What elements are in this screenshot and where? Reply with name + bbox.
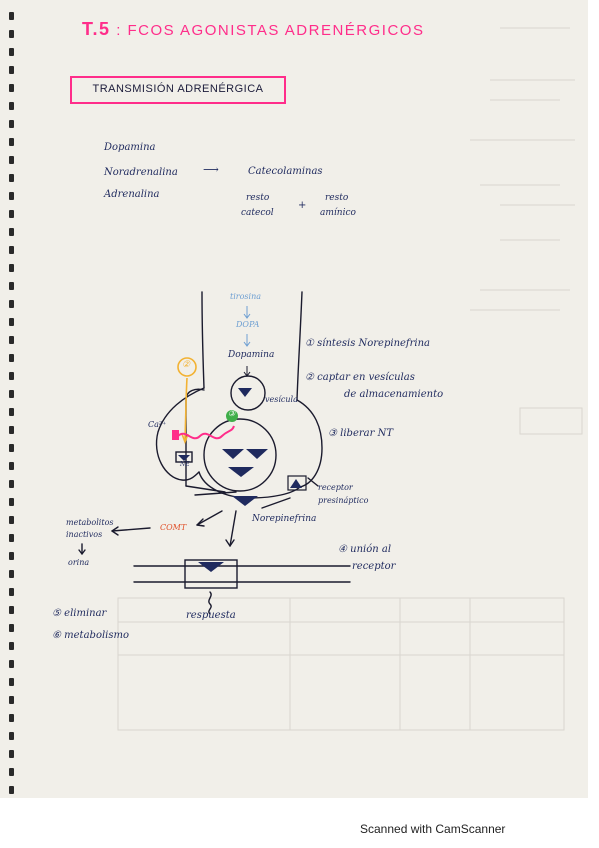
step-4: ④ unión al bbox=[338, 544, 391, 555]
title-number: T.5 bbox=[82, 19, 111, 39]
catecholamine-dopamine: Dopamina bbox=[104, 142, 156, 153]
calcium-label: Ca²⁺ bbox=[148, 420, 167, 429]
step-2: ② captar en vesículas bbox=[305, 372, 415, 383]
receptor-pre-line-2: presináptico bbox=[318, 496, 369, 505]
catecholamine-group-label: Catecolaminas bbox=[248, 166, 323, 177]
part-b-line-2: amínico bbox=[320, 208, 356, 218]
step-4-text-line-2: receptor bbox=[352, 561, 396, 572]
dopa-label: DOPA bbox=[236, 320, 260, 329]
step-2-text-line-2: de almacenamiento bbox=[344, 389, 444, 400]
dopamine-label: Dopamina bbox=[228, 350, 275, 360]
step-4-number: ④ bbox=[338, 544, 347, 555]
tyrosine-label: tirosina bbox=[230, 292, 261, 301]
catecholamine-noradrenaline: Noradrenalina bbox=[104, 167, 178, 178]
part-a-line-1: resto bbox=[246, 193, 270, 203]
part-a-line-2: catecol bbox=[241, 208, 274, 218]
page-title: T.5 : FCOS AGONISTAS ADRENÉRGICOS bbox=[82, 19, 424, 40]
comt-label: COMT bbox=[160, 523, 187, 532]
step2-mark-orange: ② bbox=[182, 360, 191, 370]
scanner-watermark: Scanned with CamScanner bbox=[360, 822, 506, 836]
receptor-pre-line-1: receptor bbox=[318, 483, 353, 492]
step-3-number: ③ bbox=[328, 428, 337, 439]
step-3-text: liberar NT bbox=[340, 428, 393, 439]
step-5: ⑤ eliminar bbox=[52, 608, 106, 619]
spiral-binding bbox=[9, 12, 14, 794]
step3-mark-green: ③ bbox=[228, 409, 236, 418]
step-2-text: captar en vesículas bbox=[317, 372, 415, 383]
bleed-through-marks bbox=[117, 27, 583, 731]
step-1-number: ① bbox=[305, 338, 314, 349]
step-4-text: unión al bbox=[350, 544, 392, 555]
vesicle-label: vesícula bbox=[265, 395, 298, 404]
part-b-line-1: resto bbox=[325, 193, 349, 203]
section-heading: TRANSMISIÓN ADRENÉRGICA bbox=[70, 76, 286, 104]
catecholamine-arrow: ⟶ bbox=[203, 163, 219, 176]
metabolites-line-2: inactivos bbox=[66, 530, 103, 539]
step-6-number: ⑥ bbox=[52, 630, 61, 641]
step-6-text: metabolismo bbox=[64, 630, 129, 641]
catecholamine-adrenaline: Adrenalina bbox=[104, 189, 160, 200]
adrenergic-synapse-diagram bbox=[78, 291, 351, 615]
urine-label: orina bbox=[68, 558, 90, 567]
plus-sign: + bbox=[298, 200, 307, 211]
response-label: respuesta bbox=[186, 610, 236, 621]
step-2-number: ② bbox=[305, 372, 314, 383]
norepinephrine-label: Norepinefrina bbox=[252, 514, 317, 524]
step-6: ⑥ metabolismo bbox=[52, 630, 129, 641]
step-5-text: eliminar bbox=[64, 608, 107, 619]
notebook-page: T.5 : FCOS AGONISTAS ADRENÉRGICOS TRANSM… bbox=[0, 0, 588, 798]
metabolites-line-1: metabolitos bbox=[66, 518, 114, 527]
title-text: : FCOS AGONISTAS ADRENÉRGICOS bbox=[116, 22, 425, 39]
step-5-number: ⑤ bbox=[52, 608, 61, 619]
step-3: ③ liberar NT bbox=[328, 428, 393, 439]
step-1: ① síntesis Norepinefrina bbox=[305, 338, 430, 349]
step-1-text: síntesis Norepinefrina bbox=[317, 338, 431, 349]
ne-box-label: NE bbox=[180, 461, 190, 468]
